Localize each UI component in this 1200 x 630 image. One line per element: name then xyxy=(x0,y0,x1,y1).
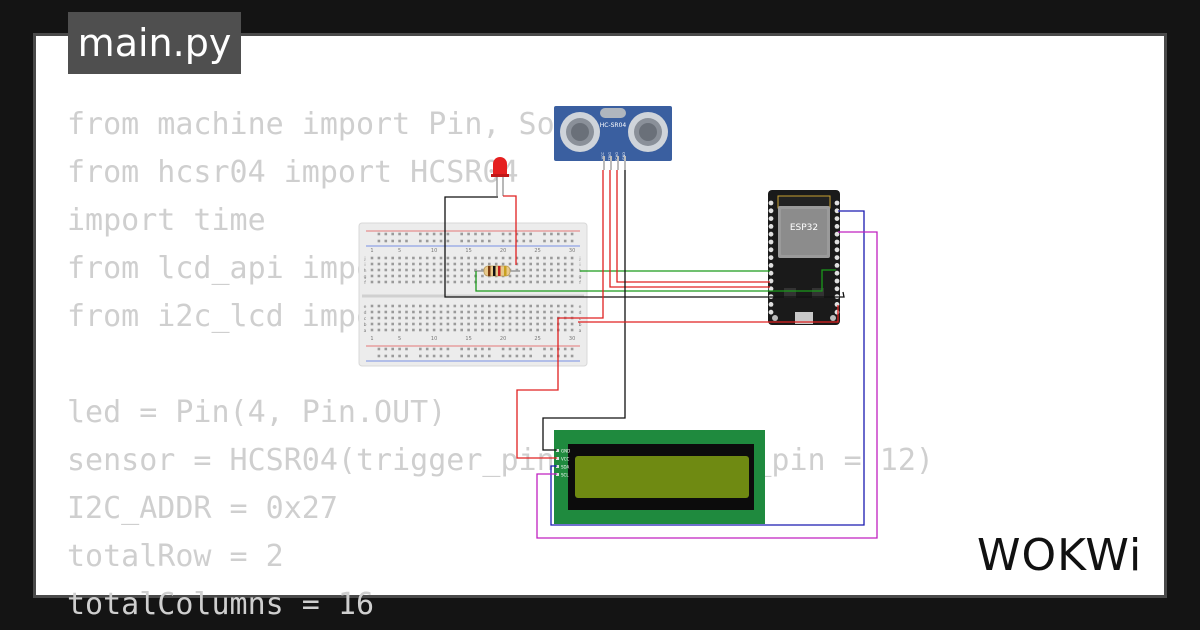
esp32-pin[interactable] xyxy=(768,208,774,214)
esp32-pin[interactable] xyxy=(834,239,840,245)
breadboard-column-number: 5 xyxy=(398,336,401,342)
wire-red-esp xyxy=(578,305,839,323)
wires xyxy=(444,170,878,539)
esp32-pin[interactable] xyxy=(834,278,840,284)
lcd-pin-label: SCL xyxy=(561,473,569,478)
breadboard-column-number: 25 xyxy=(534,336,540,342)
esp32-pin[interactable] xyxy=(834,286,840,292)
wire-red-echo xyxy=(616,170,770,283)
breadboard-column-number: 15 xyxy=(465,336,471,342)
breadboard-row-letter: c xyxy=(579,317,582,322)
esp32-pin[interactable] xyxy=(768,216,774,222)
esp32-pin[interactable] xyxy=(834,247,840,253)
breadboard-row-letter: a xyxy=(579,329,582,334)
breadboard-row-letter: i xyxy=(579,262,580,268)
breadboard-row-letter: c xyxy=(364,317,367,322)
esp32-pin[interactable] xyxy=(834,270,840,276)
esp32-pin[interactable] xyxy=(834,255,840,260)
ultrasonic-pin-label: GND xyxy=(622,152,626,160)
breadboard-column-number: 25 xyxy=(534,248,540,254)
breadboard-row-letter: f xyxy=(364,280,366,286)
breadboard-row-letter: j xyxy=(578,256,580,262)
esp32-pin[interactable] xyxy=(768,278,774,284)
lcd-display[interactable]: GND VCC SDA SCL xyxy=(554,430,765,524)
breadboard-column-number: 30 xyxy=(569,336,575,342)
breadboard-row-letter: j xyxy=(363,256,365,262)
breadboard-row-letter: g xyxy=(364,275,367,280)
breadboard-row-letter: e xyxy=(364,305,367,310)
breadboard-holes xyxy=(370,232,574,358)
lcd-pin-labels: GND VCC SDA SCL xyxy=(556,449,570,478)
esp32-pin[interactable] xyxy=(768,302,774,307)
breadboard-row-letter: g xyxy=(579,275,582,280)
lcd-pin-label: GND xyxy=(561,449,570,454)
esp32-pin[interactable] xyxy=(834,309,840,315)
wokwi-logo-text: WOKWi xyxy=(977,530,1142,581)
esp32-pin[interactable] xyxy=(768,309,774,315)
esp32-pin[interactable] xyxy=(768,263,774,268)
breadboard-row-letter: h xyxy=(364,268,367,274)
wire-blue-sda xyxy=(550,210,865,526)
breadboard-column-number: 30 xyxy=(569,248,575,254)
breadboard-column-number: 1 xyxy=(370,248,373,254)
code-line: totalRow = 2 xyxy=(67,539,284,574)
breadboard-row-letter: b xyxy=(579,322,582,328)
code-line: totalColumns = 16 xyxy=(67,587,375,622)
lcd-pin-label: VCC xyxy=(561,457,570,462)
esp32-pin[interactable] xyxy=(834,231,840,237)
wire-black-led xyxy=(444,196,845,298)
esp32-pin[interactable] xyxy=(768,247,774,253)
code-line: led = Pin(4, Pin.OUT) xyxy=(67,395,447,430)
led[interactable] xyxy=(491,157,509,196)
breadboard-row-letter: e xyxy=(579,305,582,310)
ultrasonic-label: HC-SR04 xyxy=(600,122,627,129)
wire-red-vcc xyxy=(516,170,604,459)
breadboard-column-number: 5 xyxy=(398,248,401,254)
wire-magenta-scl xyxy=(536,231,878,539)
breadboard-column-number: 10 xyxy=(431,248,437,254)
esp32-board[interactable]: ESP32 xyxy=(768,190,840,325)
breadboard-column-number: 15 xyxy=(465,248,471,254)
breadboard-row-letter: b xyxy=(364,322,367,328)
esp32-pin[interactable] xyxy=(768,231,774,237)
wokwi-logo: WOKWi xyxy=(977,530,1142,581)
resistor[interactable] xyxy=(474,265,520,277)
lcd-pin-label: SDA xyxy=(561,465,570,470)
esp32-pin[interactable] xyxy=(834,224,840,229)
breadboard-column-number: 1 xyxy=(370,336,373,342)
esp32-pin[interactable] xyxy=(834,263,840,268)
esp32-pin[interactable] xyxy=(834,216,840,222)
wire-green-2 xyxy=(475,269,836,292)
breadboard-row-letter: i xyxy=(364,262,365,268)
wire-black-gnd xyxy=(542,170,626,451)
wire-red-led xyxy=(503,195,517,265)
breadboard-row-letter: f xyxy=(579,280,581,286)
wire-red-trig xyxy=(609,170,770,288)
esp32-pin[interactable] xyxy=(834,302,840,307)
esp32-pin[interactable] xyxy=(834,208,840,214)
breadboard-column-number: 20 xyxy=(500,336,506,342)
esp32-pin[interactable] xyxy=(834,200,840,206)
esp32-pin[interactable] xyxy=(768,239,774,245)
code-line: import time xyxy=(67,203,266,238)
code-line: I2C_ADDR = 0x27 xyxy=(67,491,338,526)
breadboard-column-number: 10 xyxy=(431,336,437,342)
esp32-pin[interactable] xyxy=(768,224,774,229)
breadboard-row-letter: d xyxy=(364,310,367,316)
breadboard-row-letter: a xyxy=(364,329,367,334)
breadboard-row-letter: d xyxy=(579,310,582,316)
ultrasonic-pin-label: VCC xyxy=(601,151,605,159)
breadboard-column-number: 20 xyxy=(500,248,506,254)
esp32-label: ESP32 xyxy=(790,223,818,233)
esp32-pin[interactable] xyxy=(768,200,774,206)
ultrasonic-sensor[interactable]: HC-SR04 VCCTRIGECHOGND xyxy=(554,106,672,170)
esp32-pin[interactable] xyxy=(768,270,774,276)
filename-tab[interactable]: main.py xyxy=(68,12,241,74)
esp32-pin[interactable] xyxy=(768,255,774,260)
